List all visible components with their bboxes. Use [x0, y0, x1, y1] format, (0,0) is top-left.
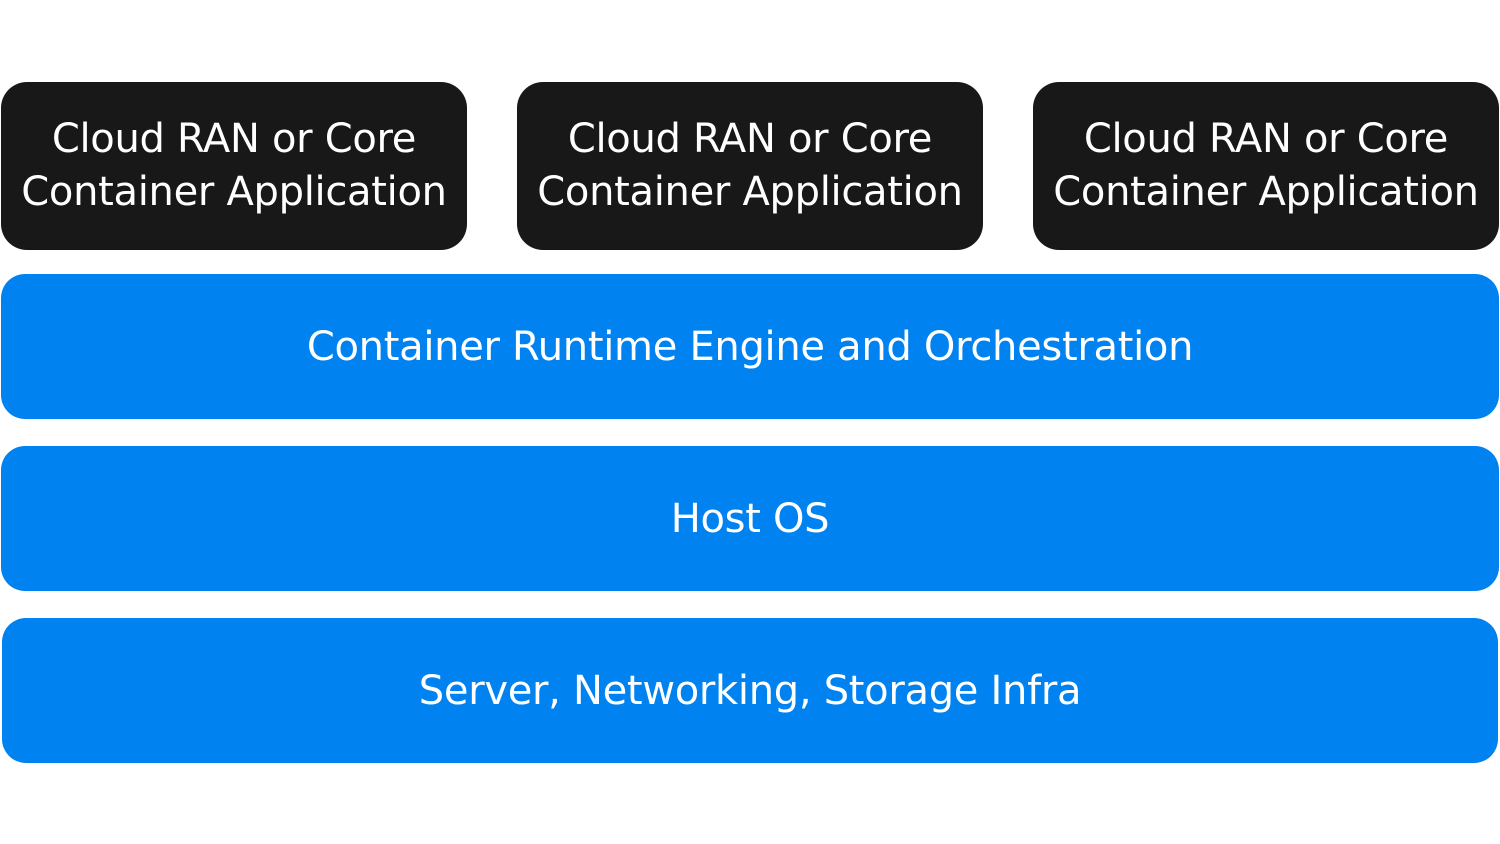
- infrastructure-layer: Server, Networking, Storage Infra: [2, 618, 1498, 763]
- host-os-layer: Host OS: [1, 446, 1499, 591]
- application-label-line-1: Cloud RAN or Core: [51, 116, 417, 162]
- application-label-line-2: Container Application: [537, 169, 963, 215]
- application-box-3: Cloud RAN or Core Container Application: [1033, 82, 1499, 250]
- application-label-line-2: Container Application: [21, 169, 447, 215]
- application-box-1: Cloud RAN or Core Container Application: [1, 82, 467, 250]
- application-label-1: Cloud RAN or Core Container Application: [21, 113, 447, 219]
- application-label-line-1: Cloud RAN or Core: [1083, 116, 1449, 162]
- application-label-3: Cloud RAN or Core Container Application: [1053, 113, 1479, 219]
- container-runtime-label: Container Runtime Engine and Orchestrati…: [306, 323, 1194, 370]
- application-box-2: Cloud RAN or Core Container Application: [517, 82, 983, 250]
- application-label-line-1: Cloud RAN or Core: [567, 116, 933, 162]
- container-runtime-layer: Container Runtime Engine and Orchestrati…: [1, 274, 1499, 419]
- host-os-label: Host OS: [670, 495, 830, 542]
- infrastructure-label: Server, Networking, Storage Infra: [418, 667, 1082, 714]
- application-label-2: Cloud RAN or Core Container Application: [537, 113, 963, 219]
- application-label-line-2: Container Application: [1053, 169, 1479, 215]
